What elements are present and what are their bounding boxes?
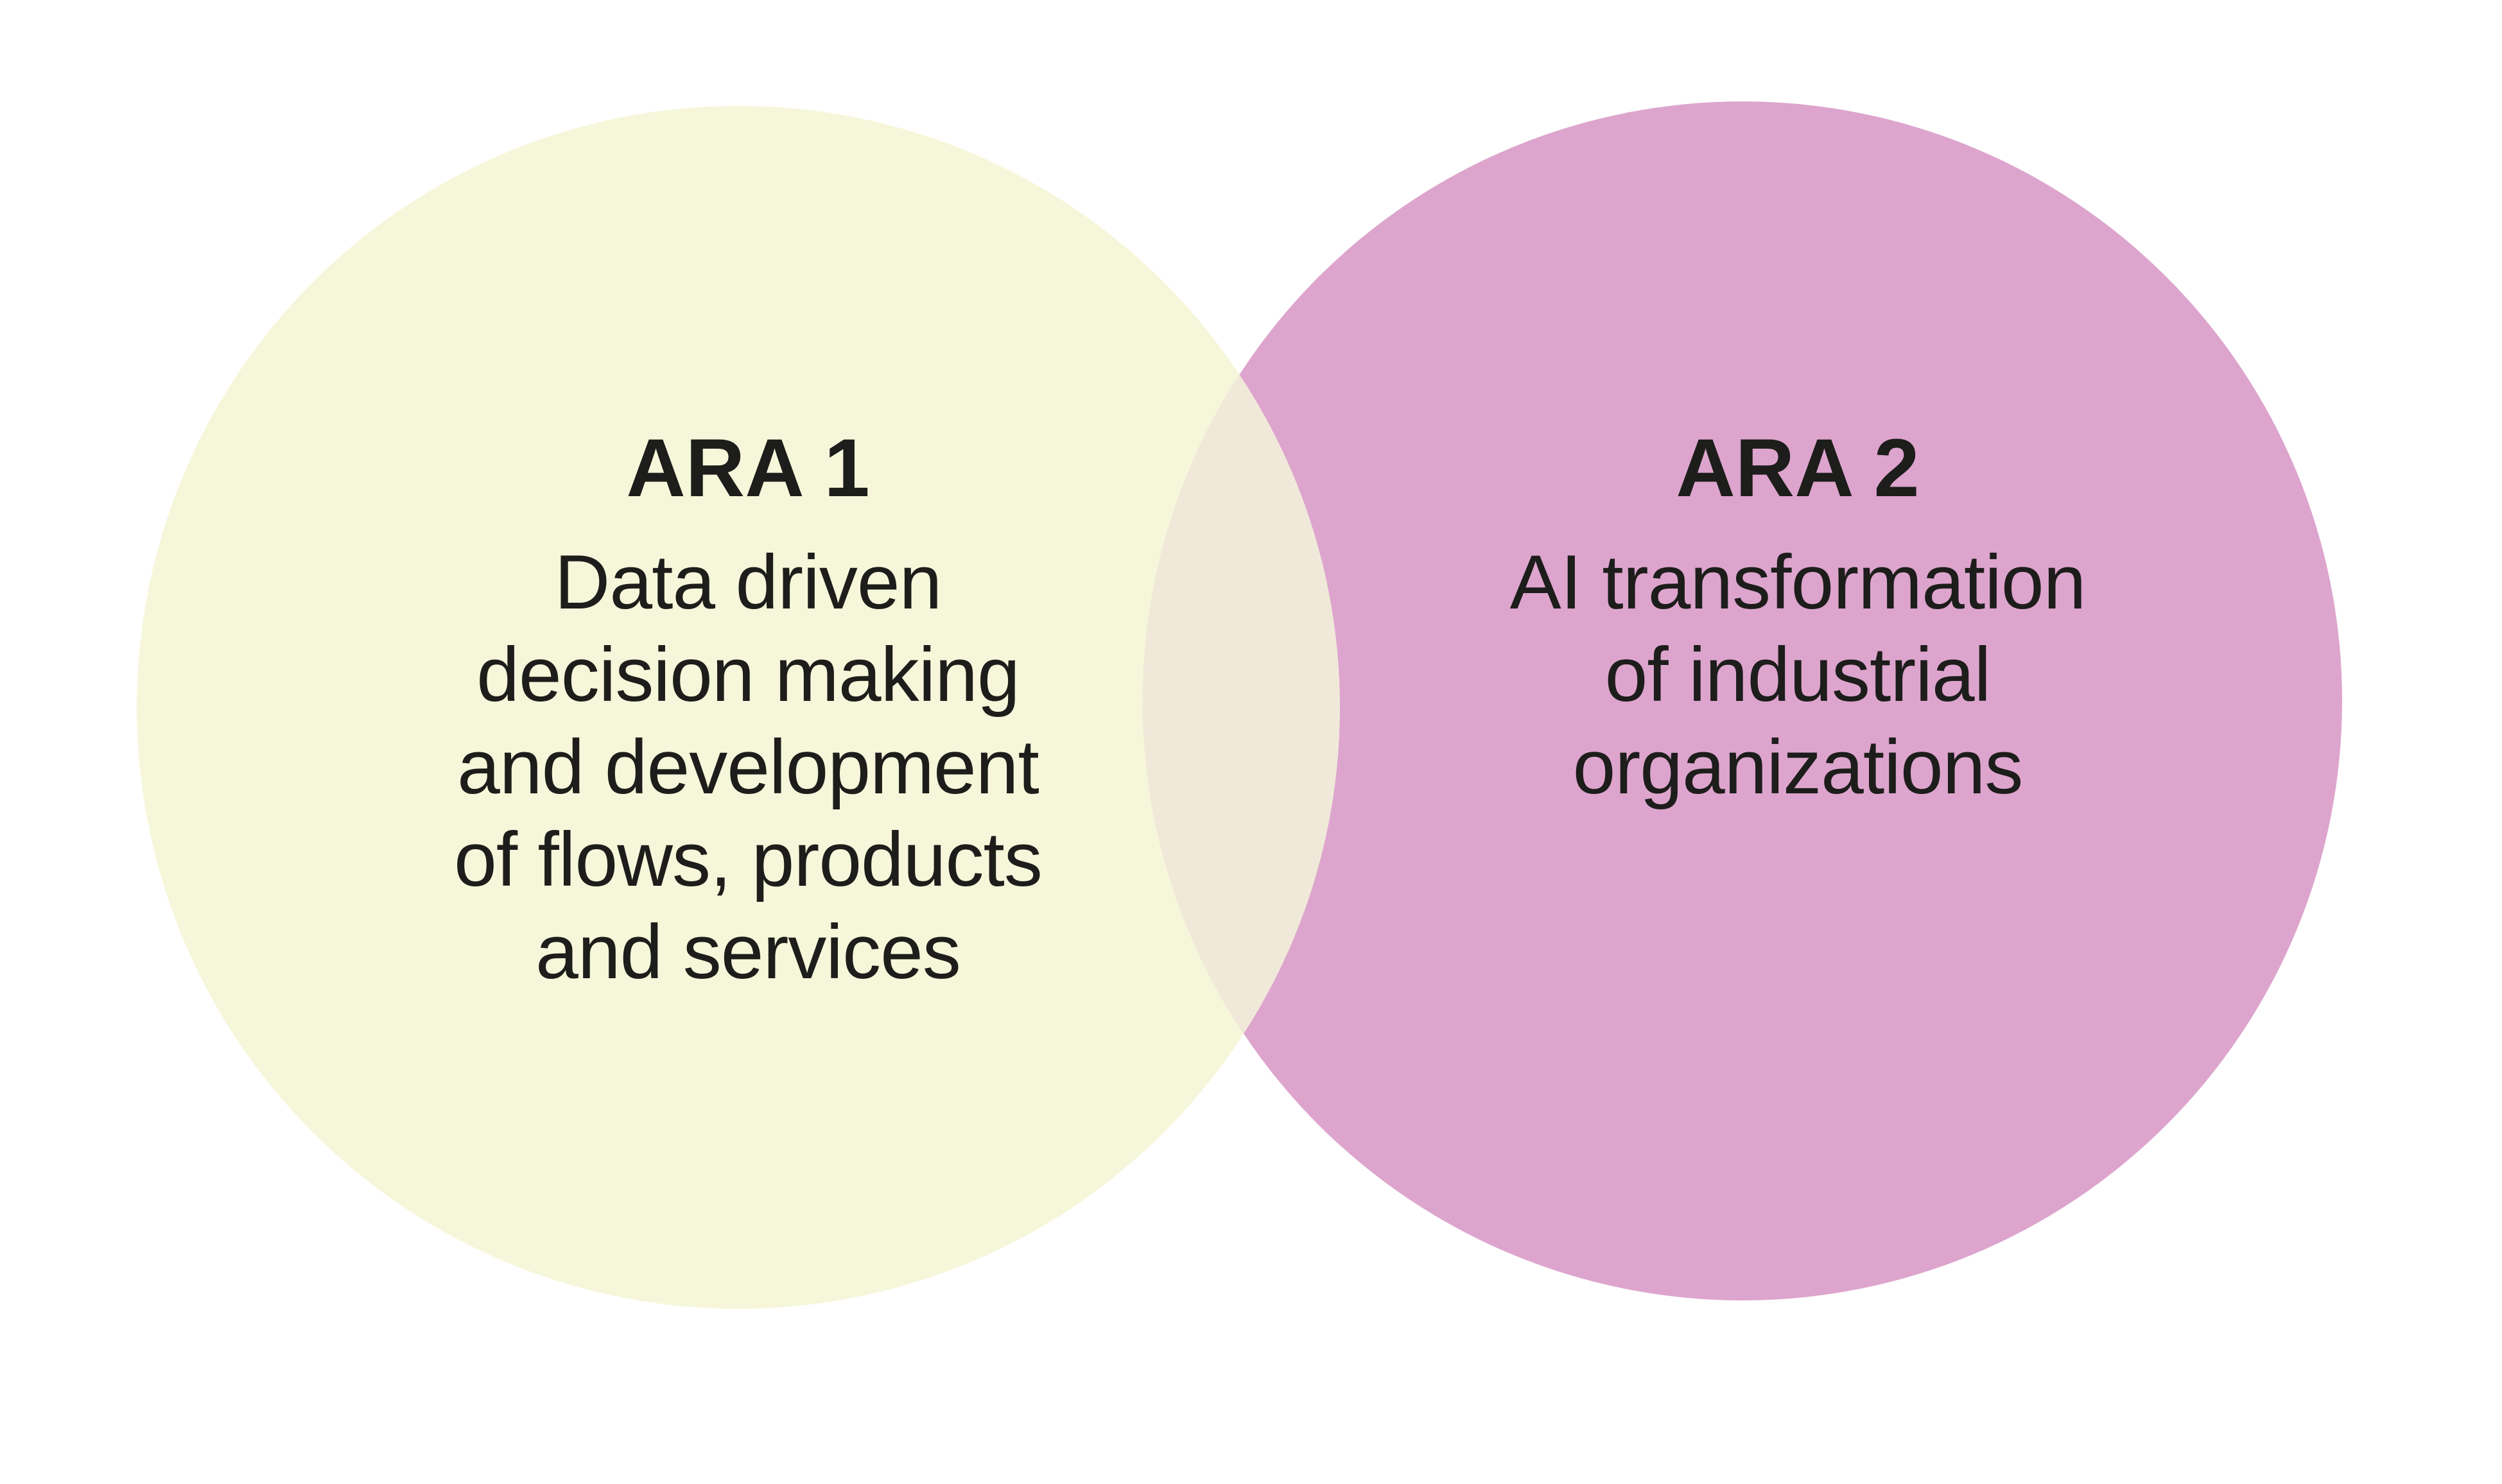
ara1-title: ARA 1 xyxy=(626,422,870,514)
ara1-description-line: of flows, products xyxy=(454,816,1043,902)
ara2-label-block: ARA 2 AI transformation of industrial or… xyxy=(1348,420,2247,813)
ara2-title: ARA 2 xyxy=(1676,422,1920,514)
ara2-circle xyxy=(1143,101,2342,1300)
ara1-description-line: and development xyxy=(457,724,1039,810)
ara2-description-line: of industrial xyxy=(1604,632,1992,718)
ara1-description-line: and services xyxy=(535,909,961,995)
ara2-description-line: organizations xyxy=(1572,724,2024,810)
ara1-label-block: ARA 1 Data driven decision making and de… xyxy=(299,420,1197,998)
ara1-description-line: Data driven xyxy=(554,539,943,625)
ara1-circle xyxy=(137,106,1340,1309)
ara2-description-line: AI transformation xyxy=(1509,539,2087,625)
ara1-description-line: decision making xyxy=(476,632,1020,718)
ara2-description: AI transformation of industrial organiza… xyxy=(1348,536,2247,813)
ara1-description: Data driven decision making and developm… xyxy=(299,536,1197,998)
